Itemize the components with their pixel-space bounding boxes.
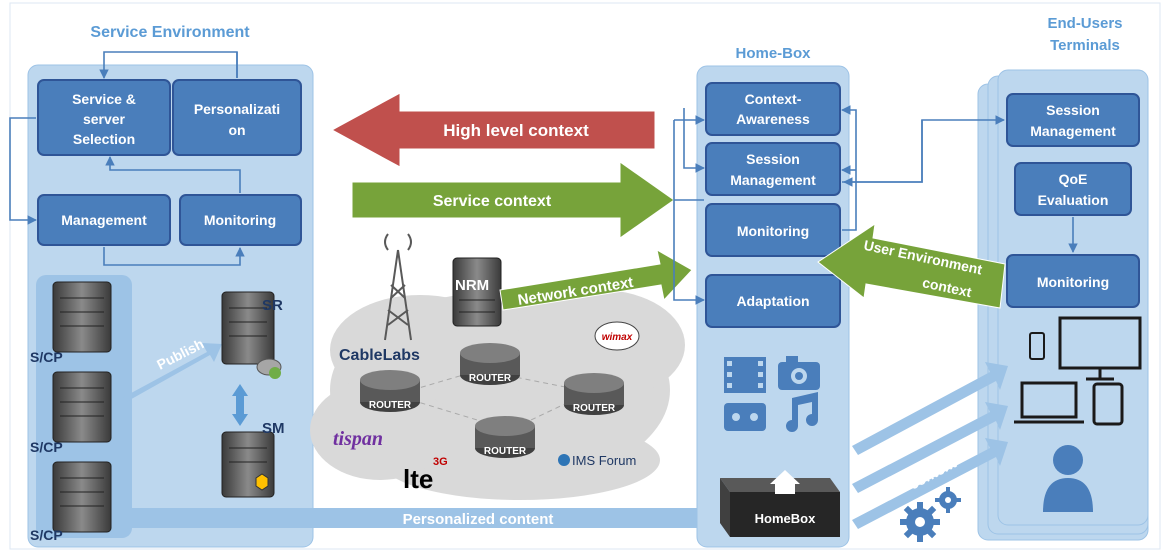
ims-forum-label: IMS Forum	[572, 453, 636, 468]
terminal-monitoring-box: Monitoring	[1006, 254, 1140, 308]
home-session-line1: Session	[746, 151, 800, 167]
nrm-label: NRM	[455, 277, 489, 294]
service-context-label: Service context	[433, 193, 552, 210]
router-icon: ROUTER	[564, 373, 624, 415]
scp-label-1: S/CP	[30, 349, 63, 365]
context-awareness-line1: Context-	[745, 91, 802, 107]
terminal-session-management-box: Session Management	[1006, 93, 1140, 147]
outer-frame	[9, 2, 1161, 550]
high-level-context-label: High level context	[443, 121, 589, 140]
service-selection-box: Service & server Selection	[37, 79, 171, 156]
home-session-line2: Management	[730, 172, 816, 188]
scp-server-2	[52, 371, 112, 443]
gears-icon	[900, 487, 961, 542]
wimax-label: wimax	[602, 332, 633, 343]
sr-sm-double-arrow	[232, 384, 248, 426]
context-awareness-box: Context- Awareness	[705, 82, 841, 136]
lte-3g-logo: 3G	[433, 456, 448, 468]
tispan-logo: tispan	[333, 428, 383, 450]
terminal-session-line2: Management	[1030, 123, 1116, 139]
personalization-box: Personalizati on	[172, 79, 302, 156]
terminal-session-line1: Session	[1046, 102, 1100, 118]
personalized-content-label: Personalized content	[403, 511, 554, 528]
router-label: ROUTER	[369, 400, 412, 411]
high-level-context-arrow: High level context	[330, 92, 656, 168]
terminal-connectors	[842, 115, 1078, 253]
router-icon: ROUTER	[460, 343, 520, 385]
sm-server	[221, 431, 275, 498]
end-users-title-line2: Terminals	[1050, 37, 1120, 54]
sm-label: SM	[262, 420, 285, 437]
monitor-icon	[1058, 316, 1142, 381]
adaptation-label: Adaptation	[736, 293, 809, 309]
home-monitoring-label: Monitoring	[737, 223, 809, 239]
scp-server-3	[52, 461, 112, 533]
publish-arrow	[122, 343, 222, 402]
cablelabs-logo: CableLabs	[339, 347, 420, 364]
router-label: ROUTER	[573, 403, 616, 414]
user-avatar-icon	[1043, 445, 1093, 512]
end-users-title-line1: End-Users	[1047, 15, 1122, 32]
adaptation-box: Adaptation	[705, 274, 841, 328]
scp-server-1	[52, 281, 112, 353]
management-box: Management	[37, 194, 171, 246]
adapted-content-arrows: Adapted content	[852, 362, 1008, 529]
service-context-arrow: Service context	[351, 161, 675, 239]
film-icon	[724, 357, 766, 393]
service-selection-line2: server	[83, 111, 126, 127]
personalization-line1: Personalizati	[194, 101, 280, 117]
lte-logo: lte	[403, 464, 433, 494]
router-icon: ROUTER	[360, 370, 420, 412]
service-selection-line3: Selection	[73, 131, 135, 147]
terminal-monitoring-label: Monitoring	[1037, 274, 1109, 290]
qoe-line2: Evaluation	[1038, 192, 1109, 208]
homebox-device: HomeBox	[720, 470, 840, 537]
service-selection-line1: Service &	[72, 91, 136, 107]
home-session-management-box: Session Management	[705, 142, 841, 196]
homebox-label: HomeBox	[755, 511, 816, 526]
tablet-icon	[1092, 382, 1124, 426]
laptop-icon	[1014, 381, 1084, 424]
cassette-icon	[724, 403, 766, 431]
home-monitoring-box: Monitoring	[705, 203, 841, 257]
camera-icon	[778, 356, 820, 390]
sr-server	[221, 291, 282, 379]
router-label: ROUTER	[484, 446, 527, 457]
service-env-connectors	[9, 51, 245, 266]
user-environment-context-arrow: User Environment context	[817, 222, 1006, 309]
ims-forum-logo: IMS Forum	[558, 453, 636, 468]
qoe-line1: QoE	[1059, 171, 1088, 187]
network-cloud	[310, 290, 685, 500]
phone-icon	[1029, 332, 1045, 360]
antenna-tower-icon	[384, 233, 412, 341]
router-icon: ROUTER	[475, 416, 535, 458]
scp-label-3: S/CP	[30, 527, 63, 543]
management-label: Management	[61, 212, 147, 228]
personalization-line2: on	[228, 122, 245, 138]
personalized-content-arrow: Personalized content	[125, 494, 725, 542]
service-monitoring-box: Monitoring	[179, 194, 302, 246]
service-monitoring-label: Monitoring	[204, 212, 276, 228]
home-box-connectors	[673, 105, 857, 305]
service-environment-title: Service Environment	[90, 24, 250, 41]
scp-label-2: S/CP	[30, 439, 63, 455]
sr-label: SR	[262, 297, 283, 314]
music-note-icon	[786, 392, 818, 432]
qoe-evaluation-box: QoE Evaluation	[1014, 162, 1132, 216]
home-box-title: Home-Box	[735, 45, 811, 62]
wimax-logo: wimax	[594, 321, 640, 351]
context-awareness-line2: Awareness	[736, 111, 810, 127]
router-label: ROUTER	[469, 373, 512, 384]
